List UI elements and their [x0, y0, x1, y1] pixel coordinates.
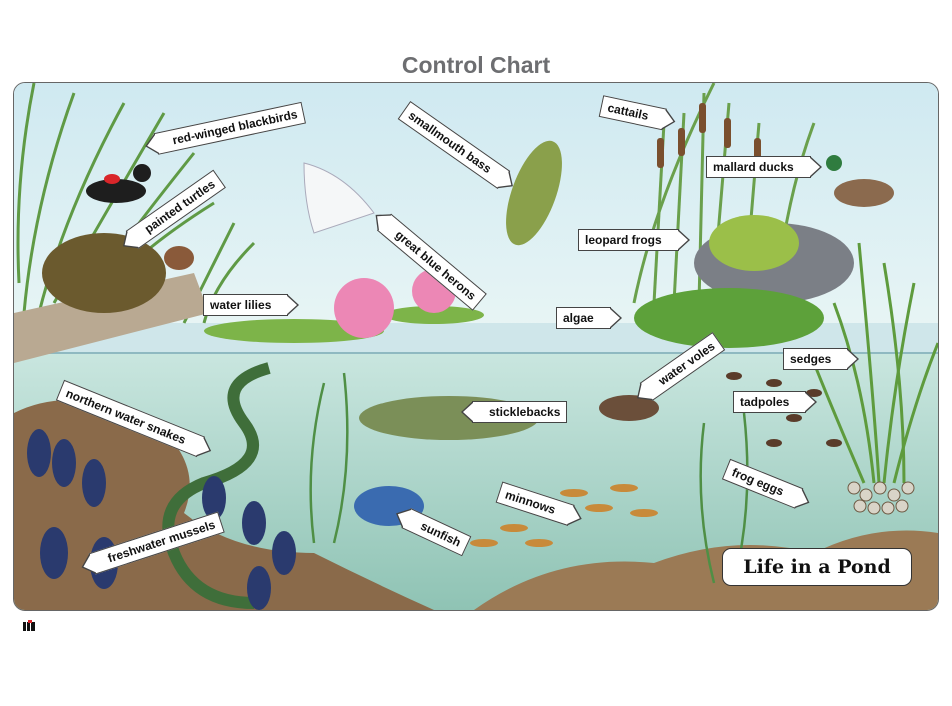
label-tadpoles: tadpoles: [733, 391, 818, 413]
sedges-plants: [812, 242, 938, 484]
bass: [506, 140, 562, 246]
frog: [709, 215, 799, 271]
minnows-school: [470, 484, 658, 547]
publisher-logo-icon: [22, 620, 36, 632]
frog-eggs-cluster: [847, 481, 915, 515]
label-algae: algae: [556, 307, 622, 329]
heron: [303, 162, 375, 234]
water-lily-flower: [334, 278, 394, 338]
tadpoles-group: [726, 372, 842, 447]
label-sedges: sedges: [783, 348, 860, 370]
lily-pad: [204, 319, 384, 343]
page-title: Control Chart: [401, 52, 551, 78]
snake: [162, 362, 271, 609]
pond-illustration: red-winged blackbirds painted turtles sm…: [13, 82, 939, 611]
panel-title-box: Life in a Pond: [722, 548, 912, 586]
label-leopard-frogs: leopard frogs: [578, 229, 690, 251]
turtle-shell: [42, 233, 166, 313]
label-sticklebacks: sticklebacks: [460, 401, 568, 423]
duck: [834, 179, 894, 207]
log: [14, 273, 209, 363]
label-mallard-ducks: mallard ducks: [706, 156, 822, 178]
algae-patch: [634, 288, 824, 348]
label-water-lilies: water lilies: [203, 294, 300, 316]
blackbird: [86, 179, 146, 203]
mussels: [27, 429, 296, 610]
